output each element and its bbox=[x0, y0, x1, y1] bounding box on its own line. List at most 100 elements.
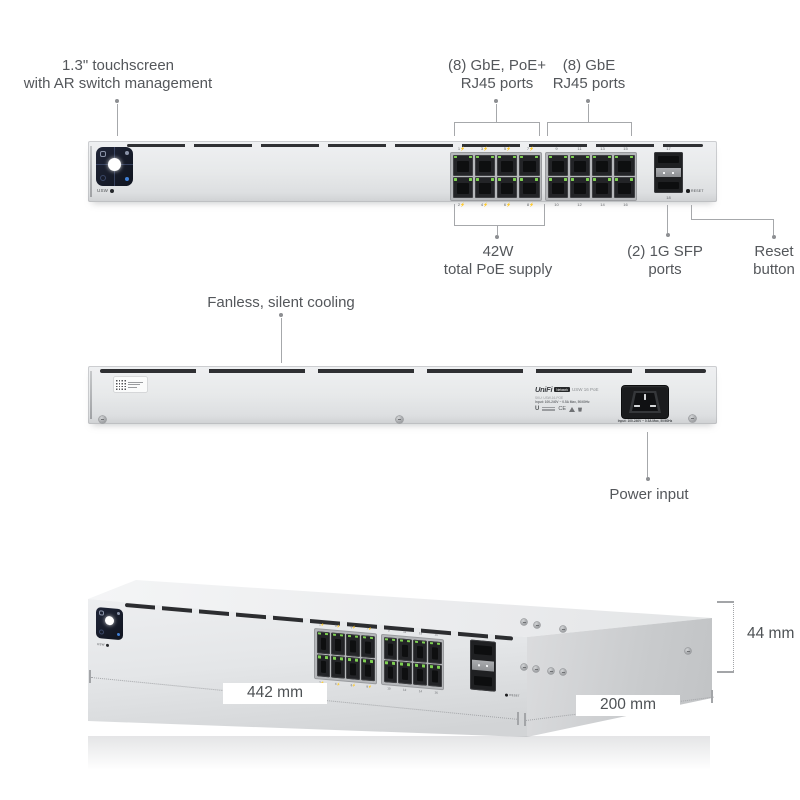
led-icon bbox=[454, 155, 457, 158]
inlet-pin bbox=[634, 405, 640, 407]
led-icon bbox=[520, 178, 524, 181]
led-icon bbox=[437, 642, 440, 645]
inlet-rating-label: Input: 100-240V ~ 0.5A Max, 50/60Hz bbox=[617, 419, 673, 423]
regulatory-marks: U CE bbox=[535, 406, 705, 412]
model-name: USW 16 PoE bbox=[571, 387, 599, 392]
sfp-cage bbox=[470, 639, 496, 692]
rj45-port bbox=[452, 154, 474, 176]
led-icon bbox=[498, 178, 502, 181]
led-icon bbox=[340, 633, 344, 637]
screw-icon bbox=[689, 415, 696, 422]
led-icon bbox=[615, 155, 619, 158]
rj45-port bbox=[428, 663, 442, 688]
led-icon bbox=[468, 155, 472, 158]
rj45-port bbox=[474, 177, 496, 198]
led-icon bbox=[362, 635, 366, 639]
back-view-chassis: UniFi Network USW 16 PoE SKU: USW-16-POE… bbox=[88, 366, 717, 424]
ce-mark: CE bbox=[558, 406, 566, 413]
rj45-port bbox=[518, 177, 540, 198]
rj45-port bbox=[428, 640, 442, 664]
rj45-port bbox=[361, 634, 375, 658]
screw-icon bbox=[685, 648, 691, 654]
led-icon bbox=[549, 155, 552, 158]
leader-dot bbox=[279, 313, 283, 317]
inlet-pin bbox=[650, 405, 656, 407]
led-icon bbox=[340, 657, 344, 661]
led-icon bbox=[468, 178, 472, 181]
serial-label bbox=[114, 377, 147, 392]
leader-line bbox=[667, 205, 668, 233]
reset-dot-icon bbox=[686, 189, 690, 193]
led-icon bbox=[399, 662, 403, 666]
rj45-port bbox=[452, 177, 474, 198]
rj45-port bbox=[547, 154, 569, 176]
led-icon bbox=[370, 636, 373, 640]
led-icon bbox=[385, 637, 388, 641]
led-icon bbox=[490, 178, 494, 181]
leader-dot bbox=[495, 235, 499, 239]
led-icon bbox=[325, 632, 329, 636]
rj45-port bbox=[569, 154, 591, 176]
screen-corner-icon bbox=[125, 151, 129, 155]
led-icon bbox=[593, 155, 597, 158]
port-labels: 2⚡4⚡6⚡8⚡ bbox=[457, 202, 535, 207]
callout-poe-ports: (8) GbE, PoE+ RJ45 ports bbox=[448, 57, 546, 92]
led-icon bbox=[355, 635, 359, 638]
inlet-pin bbox=[644, 394, 646, 400]
led-icon bbox=[476, 155, 480, 158]
rj45-port bbox=[316, 630, 330, 654]
rj45-port bbox=[398, 661, 412, 685]
leader-dot bbox=[665, 233, 670, 237]
led-icon bbox=[585, 178, 589, 181]
leader-line bbox=[691, 219, 774, 220]
led-icon bbox=[593, 178, 597, 181]
callout-power-input: Power input bbox=[609, 486, 689, 503]
power-inlet bbox=[622, 386, 668, 418]
unifi-logo: UniFi bbox=[535, 385, 553, 394]
dimension-width: 442 mm bbox=[223, 683, 327, 704]
led-icon bbox=[429, 665, 433, 668]
led-icon bbox=[347, 657, 351, 661]
screw-icon bbox=[560, 669, 566, 675]
leader-dot bbox=[115, 99, 119, 103]
leader-dot bbox=[586, 99, 590, 103]
led-icon bbox=[585, 155, 589, 158]
leader-dot bbox=[645, 477, 650, 481]
led-icon bbox=[476, 178, 480, 181]
led-icon bbox=[392, 638, 396, 642]
dimension-line-height bbox=[733, 602, 734, 671]
regulatory-microtext bbox=[542, 406, 556, 412]
ubiquiti-logo: U bbox=[535, 406, 540, 413]
rj45-port bbox=[383, 660, 397, 684]
reset-button: RESET bbox=[686, 189, 704, 193]
led-icon bbox=[385, 661, 388, 664]
bracket-gbe-ports bbox=[547, 122, 632, 136]
screw-icon bbox=[548, 668, 554, 674]
led-icon bbox=[414, 663, 418, 667]
led-icon bbox=[520, 155, 524, 158]
leader-dot bbox=[494, 99, 498, 103]
leader-dot bbox=[771, 235, 776, 239]
led-icon bbox=[630, 178, 633, 181]
led-icon bbox=[607, 155, 611, 158]
callout-sfp: (2) 1G SFP ports bbox=[627, 243, 703, 278]
leader-line bbox=[497, 225, 498, 235]
dimension-depth: 200 mm bbox=[576, 695, 680, 716]
screen-corner-icon bbox=[100, 151, 106, 157]
port-group-poe: 1⚡3⚡5⚡7⚡2⚡4⚡6⚡8⚡ bbox=[450, 146, 542, 207]
led-icon bbox=[571, 178, 575, 181]
iso-right-face bbox=[527, 618, 712, 737]
rj45-port bbox=[413, 639, 427, 663]
led-icon bbox=[392, 661, 396, 665]
screw-icon bbox=[396, 416, 403, 423]
led-icon bbox=[399, 638, 403, 642]
qr-code-icon bbox=[115, 379, 126, 390]
screw-icon bbox=[521, 664, 527, 670]
dimension-height: 44 mm bbox=[747, 625, 795, 642]
chassis-edge bbox=[90, 146, 92, 197]
led-icon bbox=[407, 639, 411, 643]
led-icon bbox=[414, 640, 418, 643]
